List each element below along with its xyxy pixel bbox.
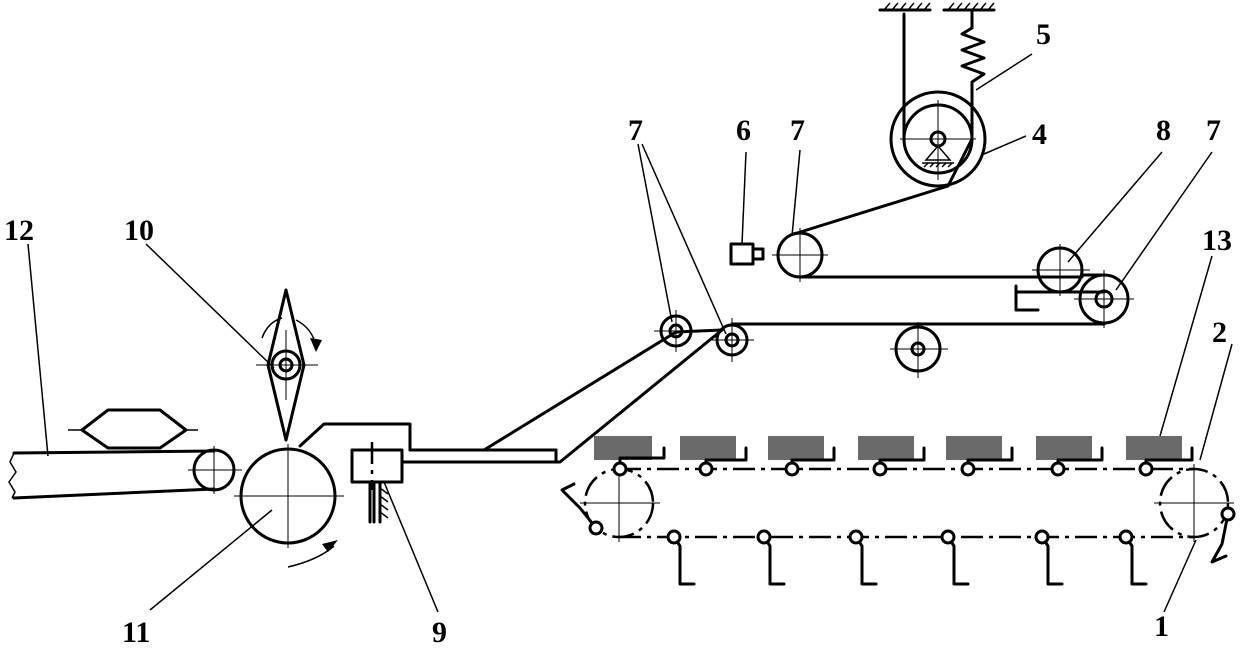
label-2: 2 <box>1212 316 1227 349</box>
rotary-knife-10 <box>256 288 322 442</box>
label-7-right: 7 <box>1206 114 1221 147</box>
drum-11 <box>234 444 344 568</box>
upper-belt <box>772 184 1084 282</box>
sensor-6 <box>729 242 765 266</box>
label-7-upper: 7 <box>790 114 805 147</box>
label-12: 12 <box>4 214 34 247</box>
label-4: 4 <box>1032 118 1047 151</box>
pressure-roller-8 <box>1014 244 1106 312</box>
tension-reel-4 <box>889 12 987 188</box>
carrier-trays-13 <box>594 436 1194 586</box>
guide-roller-7-right <box>1074 270 1134 328</box>
label-9: 9 <box>432 616 447 649</box>
label-7-left: 7 <box>628 114 643 147</box>
label-10: 10 <box>124 214 154 247</box>
label-11: 11 <box>122 616 150 649</box>
input-conveyor-12 <box>8 408 242 500</box>
guide-roller-7-left <box>654 310 698 352</box>
label-13: 13 <box>1202 224 1232 257</box>
label-5: 5 <box>1036 18 1051 51</box>
label-6: 6 <box>736 114 751 147</box>
label-8: 8 <box>1156 114 1171 147</box>
lower-belt <box>730 273 1106 378</box>
guide-block-9 <box>350 442 404 524</box>
spring-5 <box>878 2 996 92</box>
leader-lines <box>27 53 1233 613</box>
label-1: 1 <box>1154 610 1169 643</box>
chute <box>298 328 724 464</box>
